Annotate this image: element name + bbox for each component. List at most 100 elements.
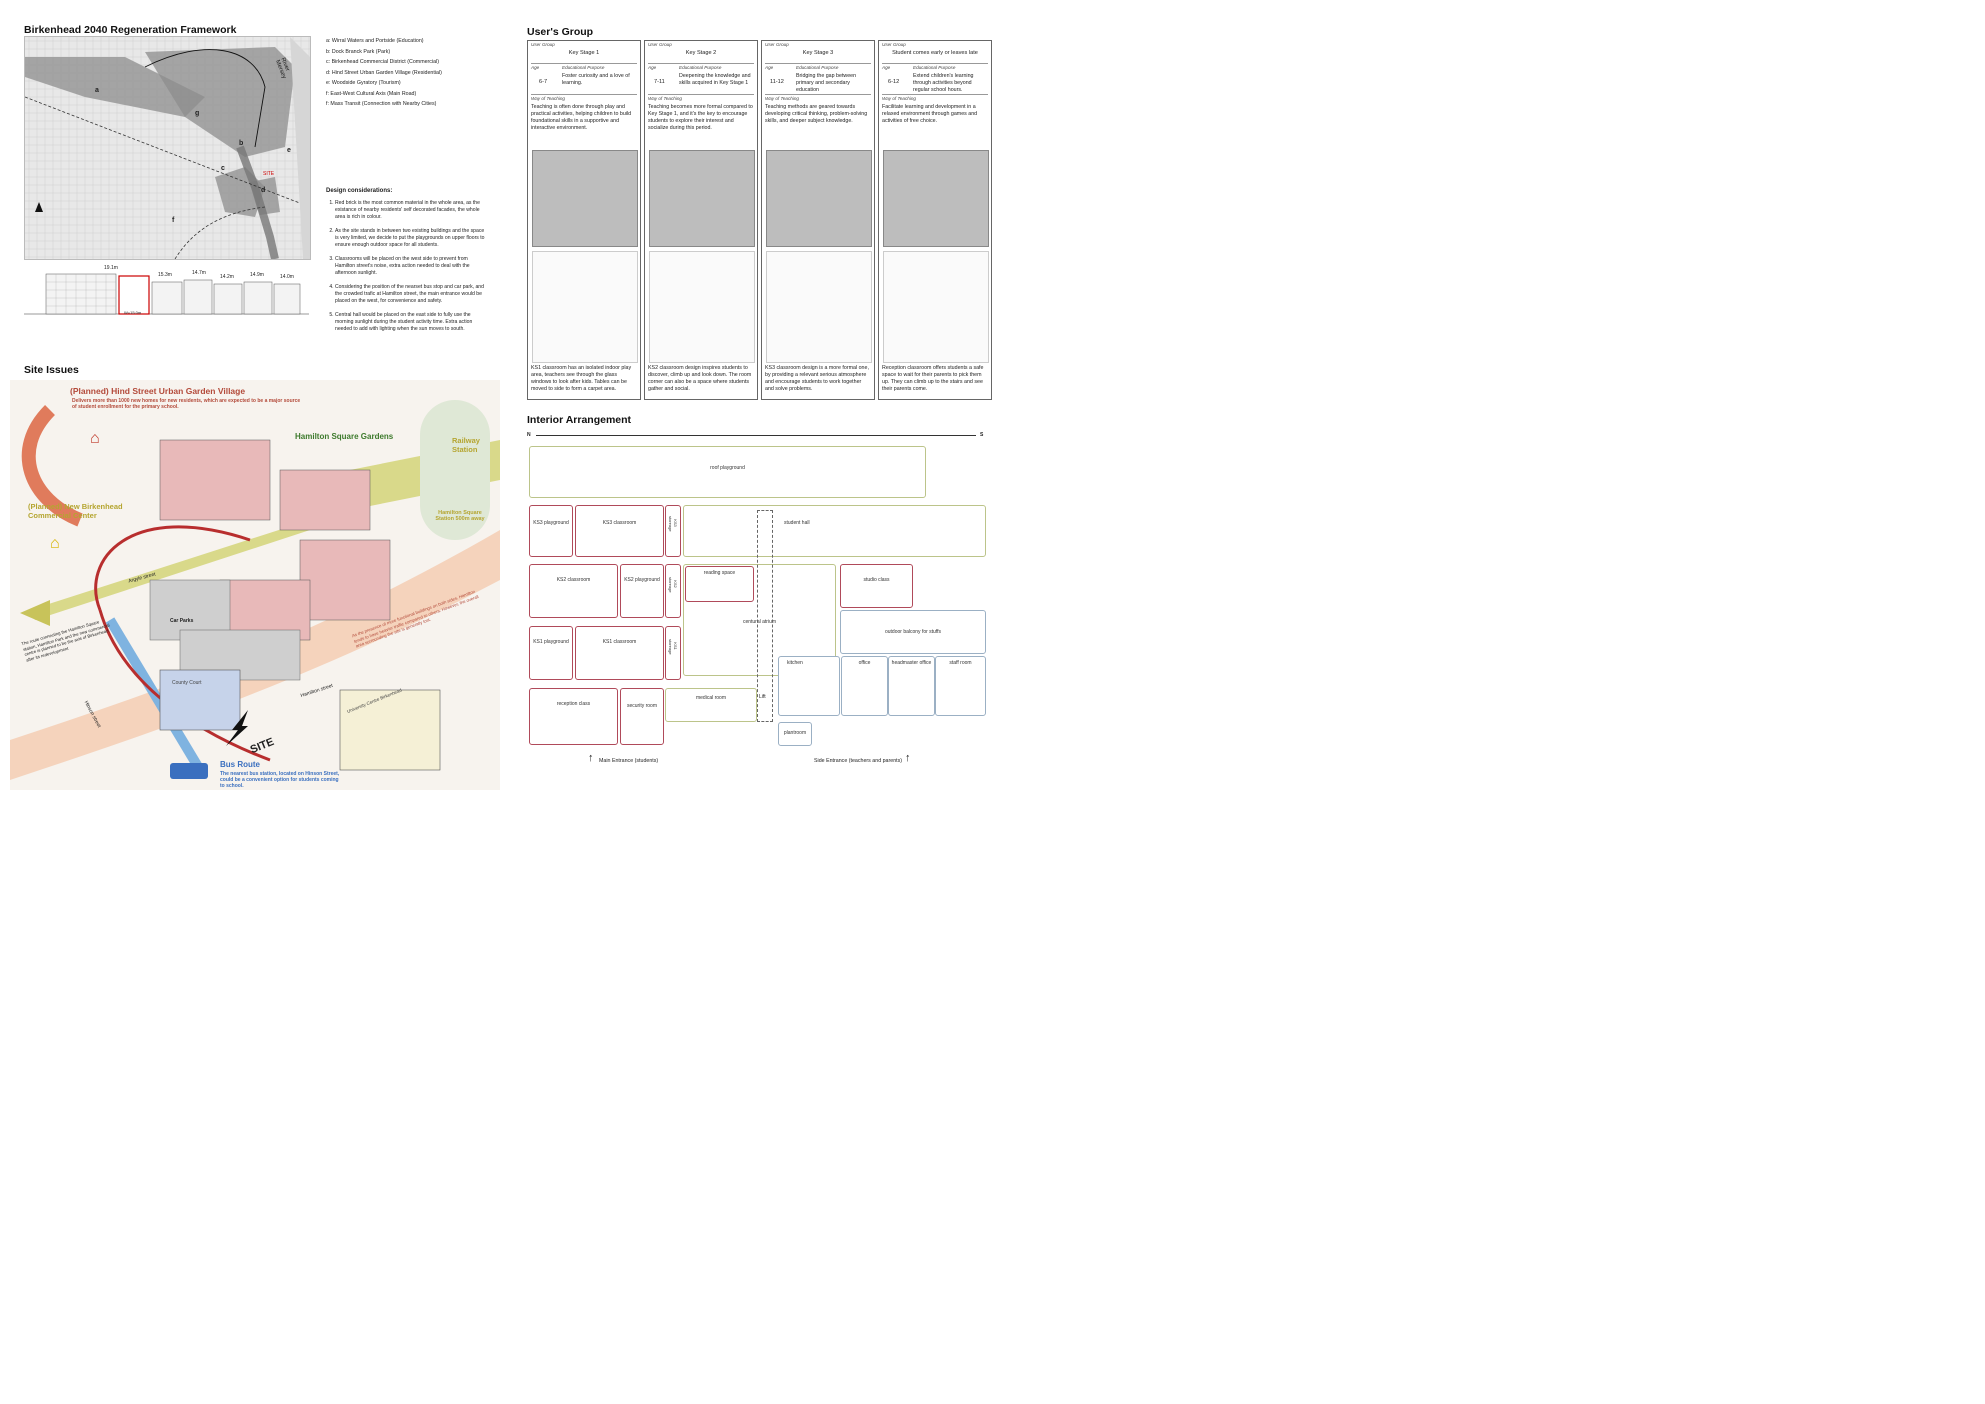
classroom-photo — [883, 150, 989, 247]
room-label: office — [858, 660, 871, 666]
university-block — [339, 689, 441, 771]
map-site-label: SITE — [263, 171, 275, 177]
map-label-c: c — [221, 165, 225, 172]
group-value: Key Stage 3 — [802, 50, 834, 56]
side-entrance-label: Side Entrance (teachers and parents) — [814, 758, 903, 764]
dim-label: 14.9m — [250, 272, 264, 278]
cap-age: Age — [648, 65, 657, 70]
hind-text: Delivers more than 1000 new homes for ne… — [72, 398, 301, 410]
room-ks3-storage: KS3 storeage — [665, 505, 681, 557]
cap-teaching: Way of Teaching — [648, 96, 682, 101]
shop-icon: ⌂ — [50, 535, 60, 552]
river — [290, 37, 310, 259]
map-label-f: f — [172, 217, 175, 224]
map-drawing — [25, 37, 310, 259]
room-ks3-playground: KS3 playground — [529, 505, 573, 557]
user-card-ks1: User Group Key Stage 1 Age Educational P… — [527, 40, 641, 400]
compass-n: N — [527, 432, 531, 438]
site-arrow — [226, 710, 248, 746]
legend-item: c: Birkenhead Commercial District (Comme… — [326, 59, 440, 65]
room-label: kitchen — [787, 660, 803, 666]
hind-arrow — [21, 405, 83, 527]
room-central-atrium: centural atrium — [683, 564, 836, 676]
age-value: 11-12 — [770, 79, 784, 85]
room-label: KS3 storeage — [668, 516, 678, 532]
cap-purpose: Educational Purpose — [913, 65, 956, 70]
teaching-value: Teaching becomes more formal compared to… — [648, 104, 753, 131]
bus-title: Bus Route — [220, 760, 260, 769]
room-security: security room — [620, 688, 664, 745]
north-arrow — [35, 202, 43, 212]
map-label-b: b — [239, 140, 244, 147]
dim-label: 14.7m — [192, 270, 206, 276]
room-staff-room: staff room — [935, 656, 986, 716]
main-entrance-label: Main Entrance (students) — [599, 758, 659, 764]
legend-item: b: Dock Branck Park (Park) — [326, 48, 391, 55]
cap-user-group: User Group — [648, 42, 672, 47]
room-label: reading space — [703, 570, 736, 576]
age-value: 6-7 — [539, 79, 548, 85]
room-kitchen: kitchen — [778, 656, 840, 716]
cap-user-group: User Group — [882, 42, 906, 47]
design-considerations: Design considerations: Red brick is the … — [326, 188, 486, 340]
map-label-e: e — [287, 147, 291, 154]
dim-label: W=15.0m — [124, 310, 142, 315]
interior-title: Interior Arrangement — [527, 414, 632, 426]
room-label: headmaster office — [891, 660, 932, 666]
design-item: Central hall would be placed on the east… — [335, 312, 486, 333]
route-line — [144, 49, 266, 148]
argyle-arrow — [20, 600, 50, 626]
design-item: As the site stands in between two existi… — [335, 228, 486, 249]
cap-purpose: Educational Purpose — [562, 65, 605, 70]
room-label: staff room — [949, 660, 972, 666]
classroom-photo — [532, 150, 638, 247]
design-item: Red brick is the most common material in… — [335, 200, 486, 221]
gardens-label: Hamilton Square Gardens — [295, 432, 394, 441]
design-title: Design considerations: — [326, 188, 393, 194]
cap-age: Age — [531, 65, 540, 70]
cultural-axis — [25, 96, 310, 208]
classroom-axonometric — [532, 251, 638, 363]
user-card-ks3: User Group Key Stage 3 Age Educational P… — [761, 40, 875, 400]
room-label: KS3 classroom — [602, 520, 637, 526]
room-label: KS2 storeage — [668, 577, 678, 593]
map-legend: a: Wirral Waters and Portside (Education… — [326, 36, 496, 110]
main-entrance-arrow-icon: ↑ — [588, 752, 594, 764]
county-court-label: County Court — [172, 680, 202, 686]
design-value: KS1 classroom has an isolated indoor pla… — [531, 365, 632, 392]
car-parks-label: Car Parks — [170, 618, 194, 624]
hind-title: (Planned) Hind Street Urban Garden Villa… — [70, 386, 246, 396]
room-outdoor-balcony: outdoor balcony for stuffs — [840, 610, 986, 654]
room-label: plantroom — [783, 730, 807, 736]
room-medical: medical room — [665, 688, 757, 722]
users-title: User's Group — [527, 26, 594, 38]
room-label: KS1 storeage — [668, 639, 678, 655]
legend-item: a: Wirral Waters and Portside (Education… — [326, 38, 424, 44]
site-drawing — [10, 400, 500, 780]
teaching-value: Facilitate learning and development in a… — [882, 104, 978, 124]
teaching-value: Teaching is often done through play and … — [531, 104, 632, 131]
hamilton-station-label: Hamilton Square Station 500m away — [435, 510, 485, 522]
age-value: 7-11 — [654, 79, 665, 85]
cap-user-group: User Group — [765, 42, 789, 47]
cap-age: Age — [882, 65, 891, 70]
age-value: 6-12 — [888, 79, 900, 85]
classroom-axonometric — [766, 251, 872, 363]
legend-item: d: Hind Street Urban Garden Village (Res… — [326, 69, 442, 76]
room-ks1-classroom: KS1 classroom — [575, 626, 664, 680]
design-item: Considering the position of the nearset … — [335, 284, 486, 305]
purpose-value: Deepening the knowledge and skills acqui… — [679, 73, 751, 86]
cap-user-group: User Group — [531, 42, 555, 47]
room-label: student hall — [784, 520, 810, 526]
mass-transit — [174, 206, 266, 259]
cap-teaching: Way of Teaching — [765, 96, 799, 101]
street-elevation: 19.1m 15.3m 14.7m 14.2m 14.9m 14.0m W=15… — [24, 262, 309, 316]
design-value: KS3 classroom design is a more formal on… — [765, 365, 869, 392]
legend-item: f: Mass Transit (Connection with Nearby … — [326, 101, 437, 107]
room-label: medical room — [695, 695, 726, 701]
design-value: KS2 classroom design inspires students t… — [648, 365, 752, 392]
map-label-g: g — [195, 110, 200, 117]
room-student-hall: student hall — [683, 505, 986, 557]
classroom-photo — [649, 150, 755, 247]
room-label: KS3 playground — [533, 520, 569, 526]
